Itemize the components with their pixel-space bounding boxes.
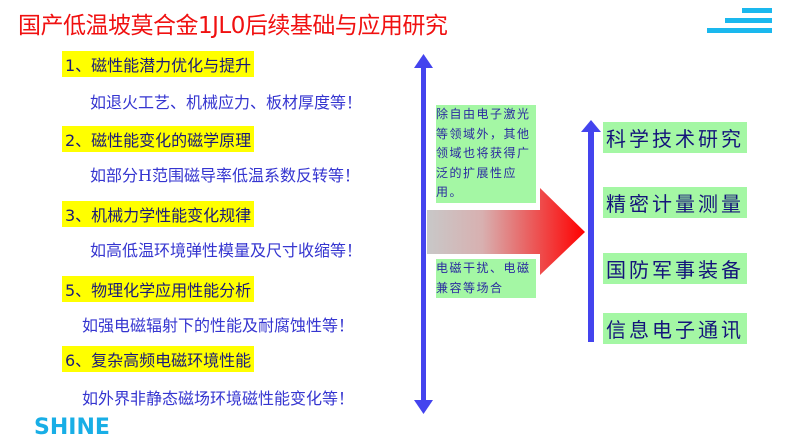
double-arrow-icon xyxy=(414,54,433,414)
item-detail-6: 如外界非静态磁场环境磁性能变化等！ xyxy=(82,389,355,408)
application-4: 信息电子通讯 xyxy=(603,313,747,344)
note-top: 除自由电子激光等领域外，其他领域也将获得广泛的扩展性应用。 xyxy=(436,105,536,203)
item-detail-1: 如退火工艺、机械应力、板材厚度等！ xyxy=(90,93,363,112)
up-arrow-icon xyxy=(581,120,601,342)
item-heading-1: 1、磁性能潜力优化与提升 xyxy=(62,51,255,77)
menu-icon xyxy=(680,8,780,33)
item-heading-3: 3、机械力学性能变化规律 xyxy=(62,201,255,227)
item-heading-6: 6、复杂高频电磁环境性能 xyxy=(62,346,255,372)
application-2: 精密计量测量 xyxy=(603,187,747,218)
application-1: 科学技术研究 xyxy=(603,122,747,153)
application-3: 国防军事装备 xyxy=(603,253,747,284)
item-detail-3: 如高低温环境弹性模量及尺寸收缩等！ xyxy=(90,241,363,260)
note-bottom: 电磁干扰、电磁兼容等场合 xyxy=(436,259,536,298)
item-detail-5: 如强电磁辐射下的性能及耐腐蚀性等！ xyxy=(82,316,355,335)
slide-title: 国产低温坡莫合金1JL0后续基础与应用研究 xyxy=(18,13,448,39)
item-heading-5: 5、物理化学应用性能分析 xyxy=(62,276,255,302)
big-right-arrow-icon xyxy=(427,188,585,275)
item-detail-2: 如部分H范围磁导率低温系数反转等！ xyxy=(90,166,360,185)
item-heading-2: 2、磁性能变化的磁学原理 xyxy=(62,126,255,152)
shine-logo: SHINE xyxy=(34,415,110,440)
